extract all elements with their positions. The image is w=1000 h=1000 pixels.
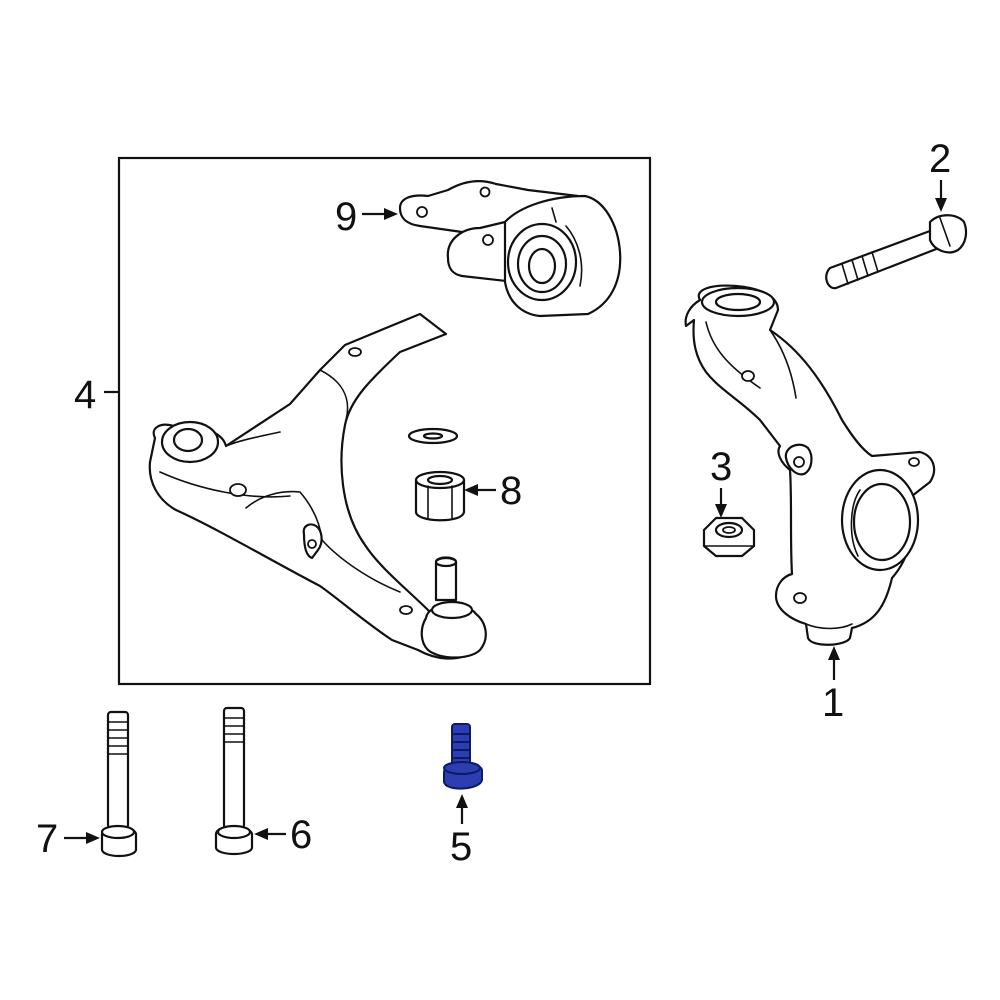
washer-part[interactable]: [407, 427, 459, 445]
assembly-box: [117, 156, 652, 686]
bushing-bracket-part[interactable]: [398, 180, 622, 318]
callout-2: 2: [929, 137, 951, 181]
bolt-7-part[interactable]: [100, 710, 138, 858]
callout-6: 6: [290, 813, 312, 857]
callout-4: 4: [74, 373, 96, 417]
bushing-part[interactable]: [414, 470, 466, 522]
long-bolt-part[interactable]: [825, 214, 968, 290]
callout-3: 3: [710, 445, 732, 489]
callout-9: 9: [335, 195, 357, 239]
steering-knuckle-part[interactable]: [684, 284, 936, 646]
bolt-6-part[interactable]: [214, 706, 254, 856]
leader-lines: [64, 180, 947, 844]
callout-7: 7: [36, 817, 58, 861]
nut-part[interactable]: [702, 516, 756, 558]
callout-1: 1: [822, 681, 844, 725]
lower-control-arm-part[interactable]: [148, 312, 487, 660]
bolt-5-part-highlighted[interactable]: [443, 723, 483, 790]
callout-8: 8: [500, 469, 522, 513]
callout-5: 5: [450, 825, 472, 869]
